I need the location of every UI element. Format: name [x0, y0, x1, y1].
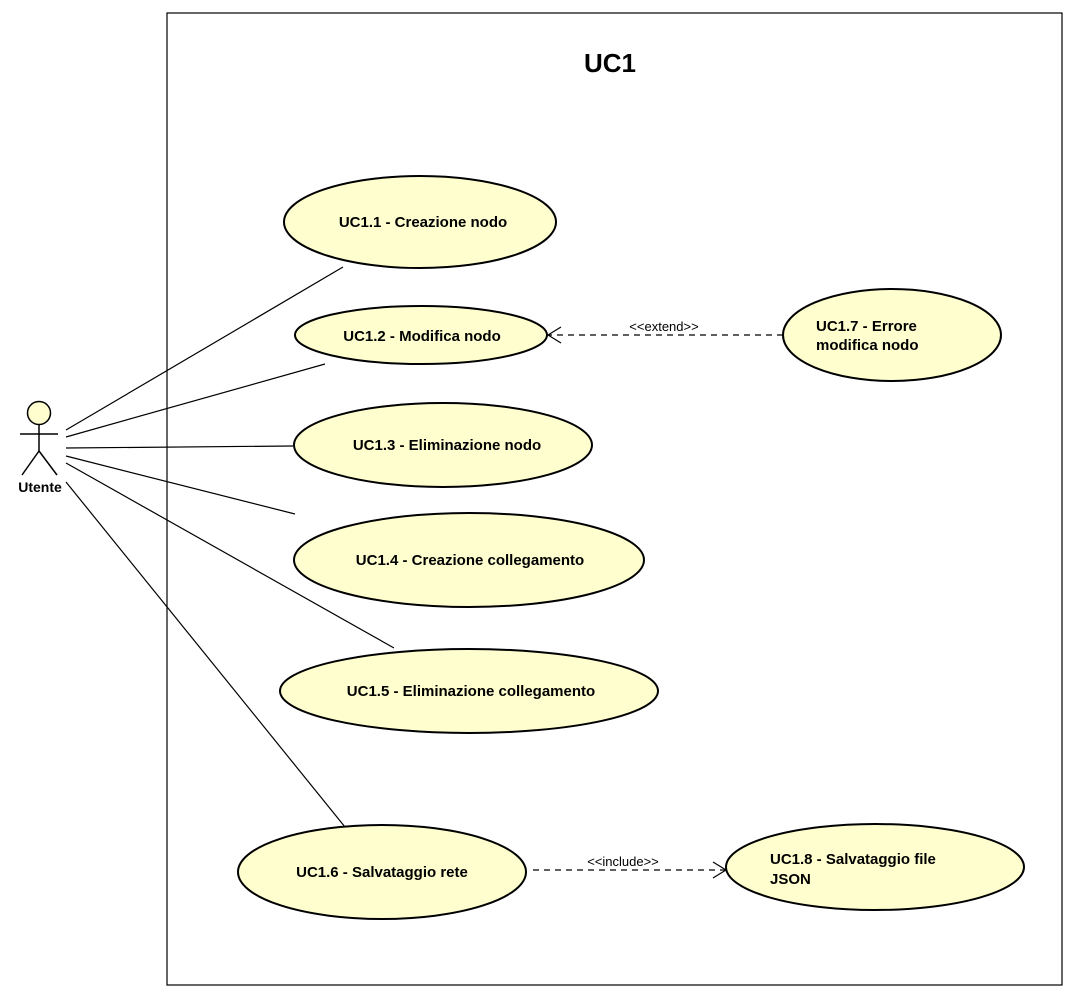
use-case-uc1-8-label-line1: UC1.8 - Salvataggio file [770, 851, 936, 868]
use-case-uc1-7-label-line1: UC1.7 - Errore [816, 318, 917, 335]
use-case-uc1-8[interactable]: UC1.8 - Salvataggio file JSON [725, 823, 1025, 911]
include-label: <<include>> [587, 854, 659, 869]
use-case-uc1-8-label-line2: JSON [770, 871, 811, 888]
association-uc1-5 [65, 462, 395, 649]
use-case-uc1-2-label: UC1.2 - Modifica nodo [343, 328, 501, 345]
use-case-uc1-5[interactable]: UC1.5 - Eliminazione collegamento [279, 648, 659, 734]
use-case-uc1-2[interactable]: UC1.2 - Modifica nodo [294, 305, 548, 365]
association-uc1-2 [65, 363, 326, 438]
use-case-uc1-6[interactable]: UC1.6 - Salvataggio rete [237, 824, 527, 920]
use-case-uc1-7-label-line2: modifica nodo [816, 337, 919, 354]
system-boundary [166, 12, 1063, 986]
actor-head [26, 400, 52, 426]
association-uc1-4 [65, 455, 296, 515]
extend-label: <<extend>> [629, 319, 698, 334]
actor-left-leg [21, 450, 40, 476]
use-case-uc1-1[interactable]: UC1.1 - Creazione nodo [283, 175, 557, 269]
use-case-uc1-4-label: UC1.4 - Creazione collegamento [356, 552, 584, 569]
actor-label: Utente [18, 479, 62, 495]
actor-right-leg [38, 450, 58, 476]
association-uc1-6 [65, 481, 346, 828]
system-title: UC1 [584, 48, 636, 78]
use-case-uc1-3-label: UC1.3 - Eliminazione nodo [353, 437, 541, 454]
use-case-uc1-4[interactable]: UC1.4 - Creazione collegamento [293, 512, 645, 608]
actor-utente: Utente [18, 400, 62, 495]
association-uc1-3 [65, 445, 294, 449]
use-case-uc1-6-label: UC1.6 - Salvataggio rete [296, 864, 468, 881]
use-case-uc1-7[interactable]: UC1.7 - Errore modifica nodo [782, 288, 1002, 382]
association-uc1-1 [65, 266, 344, 431]
use-case-uc1-3[interactable]: UC1.3 - Eliminazione nodo [293, 402, 593, 488]
use-case-uc1-5-label: UC1.5 - Eliminazione collegamento [347, 683, 595, 700]
associations [65, 266, 395, 828]
use-case-uc1-1-label: UC1.1 - Creazione nodo [339, 214, 507, 231]
